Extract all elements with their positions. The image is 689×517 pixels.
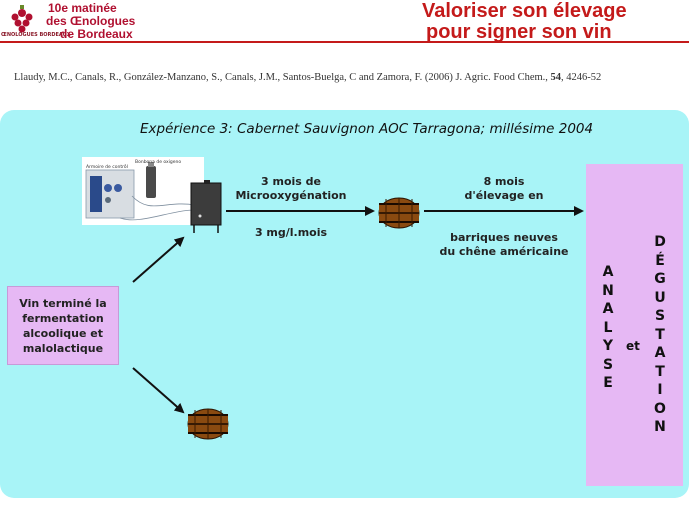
- start-wine-box: Vin terminé la fermentation alcoolique e…: [7, 286, 119, 365]
- slide-header: ŒNOLOGUES BORDEAUX 10e matinée des Œnolo…: [0, 0, 689, 46]
- slide-title-line-2: pour signer son vin: [426, 21, 612, 43]
- event-line-2: des Œnologues: [46, 14, 136, 28]
- et-label: et: [626, 339, 640, 353]
- degustation-letter: É: [655, 252, 665, 269]
- barriques-line-2: du chêne américaine: [439, 245, 569, 258]
- control-barrel-icon: [187, 408, 229, 440]
- analyse-letter: L: [603, 319, 613, 336]
- oxygen-bottle-icon: [146, 166, 156, 198]
- header-divider: [0, 41, 689, 43]
- start-line-1: Vin terminé la: [19, 296, 107, 310]
- arrow-to-control-barrel: [132, 367, 185, 414]
- barriques-line-1: barriques neuves: [450, 231, 558, 244]
- citation-volume: 54: [550, 72, 562, 83]
- analyse-letter: N: [602, 282, 614, 299]
- degustation-letter: I: [657, 382, 663, 398]
- analyse-vertical-text: A N A L Y S E: [600, 263, 616, 393]
- dose-label: 3 mg/l.mois: [254, 226, 328, 239]
- elevage-label: 8 mois d'élevage en: [440, 175, 568, 203]
- degustation-letter: D: [654, 234, 666, 250]
- arrow-to-tank: [132, 236, 185, 283]
- logo-caption: ŒNOLOGUES BORDEAUX: [1, 32, 71, 38]
- start-line-4: malolactique: [22, 341, 104, 355]
- bonbonne-label: Bonbona de oxigeno: [135, 159, 181, 165]
- event-line-3: de Bordeaux: [60, 27, 133, 41]
- slide-title: Valoriser son élevage pour signer son vi…: [422, 1, 627, 43]
- event-line-1: 10e matinée: [48, 1, 117, 15]
- degustation-vertical-text: D É G U S T A T I O N: [652, 233, 668, 437]
- degustation-letter: A: [654, 345, 666, 361]
- degustation-letter: T: [655, 326, 665, 343]
- barriques-label: barriques neuves du chêne américaine: [430, 231, 578, 259]
- micro-label: 3 mois de Microoxygénation: [226, 175, 356, 203]
- citation-authors: Llaudy, M.C., Canals, R., González-Manza…: [14, 72, 551, 83]
- degustation-letter: O: [654, 400, 666, 417]
- elevage-line-2: d'élevage en: [464, 189, 544, 202]
- citation: Llaudy, M.C., Canals, R., González-Manza…: [14, 72, 601, 83]
- degustation-letter: N: [654, 419, 666, 435]
- event-name: 10e matinée des Œnologues de Bordeaux: [46, 2, 135, 41]
- barrel-icon: [378, 197, 420, 229]
- control-panel-icon: [90, 176, 102, 212]
- degustation-letter: S: [654, 308, 666, 324]
- analyse-letter: S: [602, 356, 614, 373]
- citation-pages: , 4246-52: [561, 72, 602, 83]
- wine-tank-icon: [190, 180, 222, 233]
- analyse-letter: A: [602, 264, 614, 280]
- micro-line-2: Microoxygénation: [235, 189, 347, 202]
- oenologues-logo-icon: [11, 5, 33, 33]
- analyse-letter: A: [602, 301, 614, 317]
- degustation-letter: T: [655, 363, 665, 380]
- experiment-title: Expérience 3: Cabernet Sauvignon AOC Tar…: [140, 121, 594, 137]
- micro-line-1: 3 mois de: [261, 175, 321, 188]
- start-line-3: alcoolique et: [22, 326, 104, 340]
- microoxygenation-equipment-photo: [82, 157, 204, 225]
- slide-title-line-1: Valoriser son élevage: [422, 0, 627, 22]
- elevage-line-1: 8 mois: [483, 175, 525, 188]
- armoire-label: Armoire de contrôl: [86, 163, 128, 170]
- analyse-letter: Y: [602, 338, 614, 354]
- analyse-letter: E: [603, 375, 613, 391]
- start-line-2: fermentation: [22, 311, 104, 325]
- analysis-tasting-box: [586, 164, 683, 486]
- degustation-letter: G: [654, 271, 666, 287]
- degustation-letter: U: [654, 289, 666, 306]
